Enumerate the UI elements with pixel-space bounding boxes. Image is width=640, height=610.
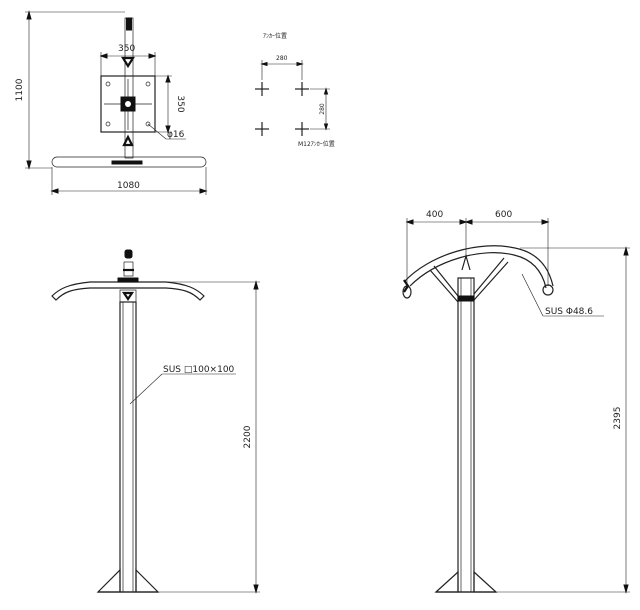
arrow-2395-top	[623, 246, 629, 256]
plan-hole-diameter: φ16	[167, 130, 185, 140]
plan-base-bar	[51, 156, 207, 168]
leader-front-material	[129, 373, 163, 405]
side-base-left	[434, 570, 459, 593]
plan-hook-lower	[122, 134, 134, 147]
arrow-280-h-r	[296, 61, 304, 67]
plan-bolt-hole-br	[145, 121, 151, 127]
side-base-right	[473, 570, 498, 593]
plan-height-dim: 1100	[15, 78, 25, 101]
leader-arch-material	[521, 273, 544, 317]
plan-view: 1100 350 350 φ16 1080	[15, 10, 208, 195]
plan-base-joint	[111, 160, 143, 165]
anchor-cross-br	[295, 122, 309, 136]
front-bracket-inner	[121, 291, 135, 301]
anchor-layout: ｱﾝｶｰ位置 280 280 M12ｱﾝｶｰ位置	[255, 32, 335, 148]
arrow-1080-l	[50, 188, 59, 194]
side-arch-inner	[409, 252, 547, 289]
side-left-reach-dim: 400	[426, 210, 443, 220]
plan-bolt-hole-tl	[105, 81, 111, 87]
front-cap-upper	[124, 249, 133, 259]
front-base-left	[96, 568, 121, 593]
arrow-2200-top	[253, 280, 259, 290]
plan-bolt-hole-bl	[105, 121, 111, 127]
arrow-400-l	[405, 219, 414, 225]
plan-base-plate	[100, 75, 156, 133]
arrow-280-v-t	[323, 87, 329, 95]
arrow-2395-bottom	[623, 584, 629, 594]
plan-pipe-cap	[126, 17, 132, 31]
anchor-cross-bl	[255, 122, 269, 136]
anchor-spacing-x: 280	[276, 55, 288, 62]
front-base-right	[135, 568, 160, 593]
anchor-bolt-label: M12ｱﾝｶｰ位置	[298, 140, 335, 148]
side-brace-left	[429, 265, 459, 303]
arrow-280-v-b	[323, 123, 329, 131]
plan-base-length-dim: 1080	[117, 181, 140, 191]
arrow-350-h-r	[148, 53, 157, 59]
side-brace-right	[473, 257, 509, 301]
side-arch-end-left-mark	[403, 279, 410, 293]
leader-phi16	[147, 123, 167, 140]
anchor-cross-tl	[255, 82, 269, 96]
plan-center-hole	[125, 101, 131, 107]
side-total-height-dim: 2395	[613, 407, 623, 430]
front-elevation: SUS □100×100 2200	[51, 249, 260, 594]
arrow-600-l	[464, 219, 473, 225]
arrow-1080-r	[199, 188, 208, 194]
arrow-350-v-t	[165, 74, 171, 83]
side-elevation: 400 600 SUS Φ48.6 2395	[402, 210, 630, 594]
arrow-280-h-l	[260, 61, 268, 67]
front-top-bar	[51, 281, 205, 301]
arrow-1100-bottom	[26, 160, 32, 170]
anchor-title: ｱﾝｶｰ位置	[263, 32, 287, 40]
side-spire	[461, 253, 471, 271]
front-height-dim: 2200	[243, 425, 253, 448]
plan-hook-upper	[121, 56, 135, 69]
arrow-350-h-l	[99, 53, 108, 59]
front-post	[119, 301, 137, 593]
arrow-2200-bottom	[253, 584, 259, 594]
arrow-1100-top	[26, 10, 32, 20]
arrow-600-r	[541, 219, 550, 225]
side-post-cap	[457, 295, 475, 302]
front-joint	[117, 277, 139, 283]
plan-plate-width-dim: 350	[118, 44, 135, 54]
side-arch-material-label: SUS Φ48.6	[545, 307, 593, 317]
anchor-spacing-y: 280	[319, 103, 326, 115]
anchor-cross-tr	[295, 82, 309, 96]
arrow-400-r	[459, 219, 468, 225]
side-right-reach-dim: 600	[495, 210, 512, 220]
plan-plate-height-dim: 350	[175, 95, 185, 112]
side-arch-end-right	[542, 284, 554, 296]
front-material-label: SUS □100×100	[163, 365, 235, 375]
arrow-350-v-b	[165, 125, 171, 134]
plan-bolt-hole-tr	[145, 81, 151, 87]
side-post	[457, 277, 475, 593]
side-arch-outer	[403, 245, 554, 287]
